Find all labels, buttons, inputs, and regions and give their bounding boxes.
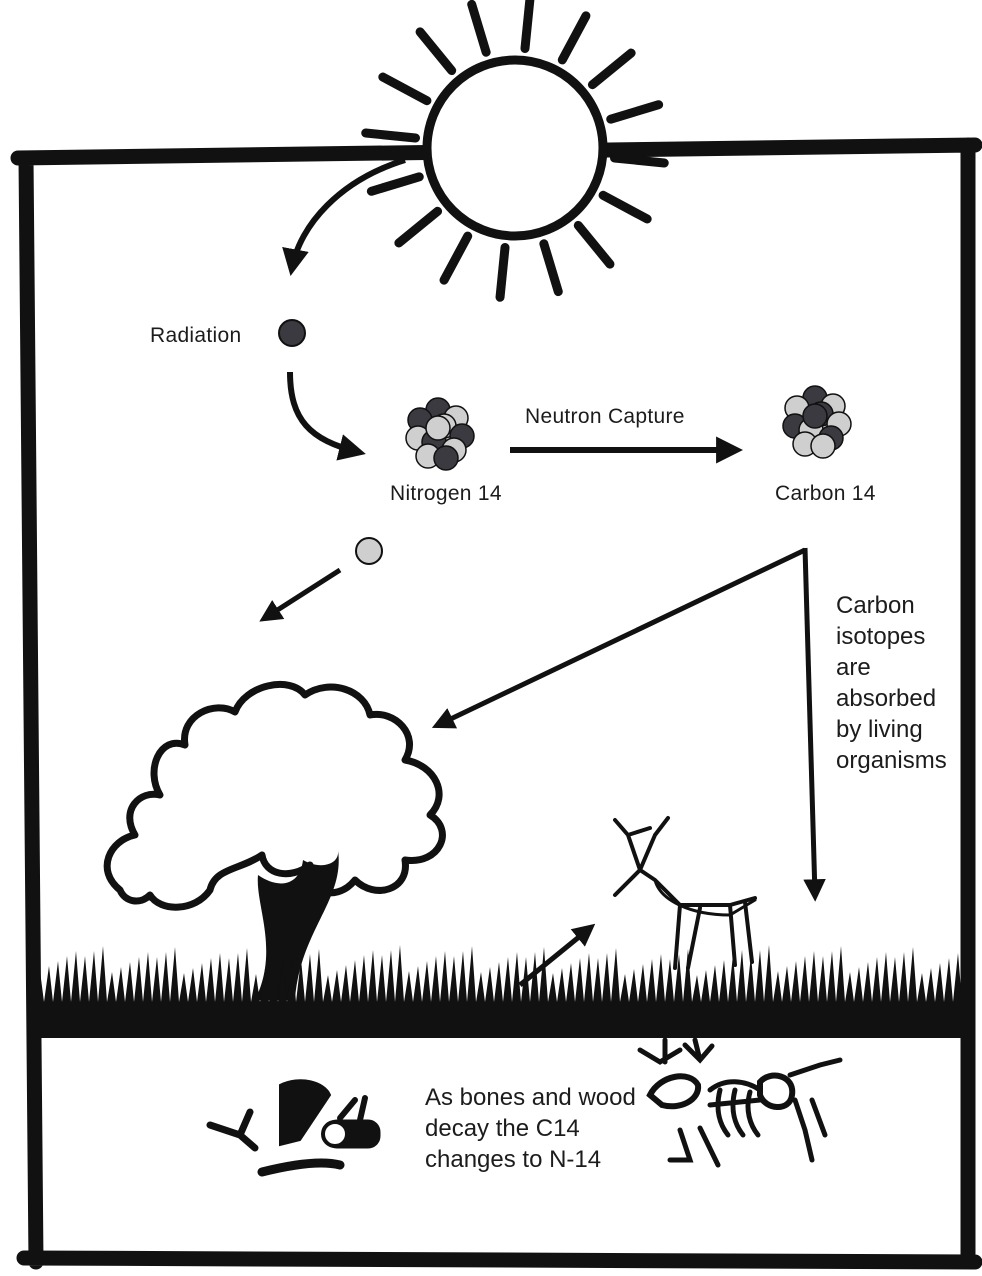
absorption-line: absorbed (836, 685, 937, 712)
radiation-to-nitrogen-arrow (287, 371, 366, 461)
decay-line: As bones and wood (425, 1084, 636, 1111)
absorption-caption: Carbon isotopes are absorbed by living o… (836, 590, 947, 776)
to-deer-arrow (518, 923, 596, 987)
decay-line: decay the C14 (425, 1115, 580, 1142)
deer-icon (613, 816, 757, 970)
nucleon (802, 403, 828, 429)
neutron-capture-label: Neutron Capture (525, 405, 685, 428)
nucleon (810, 433, 836, 459)
nitrogen-14-label: Nitrogen 14 (390, 482, 502, 505)
nitrogen-14-atom (405, 397, 475, 471)
decay-caption: As bones and wood decay the C14 changes … (425, 1082, 636, 1175)
carbon-14-label: Carbon 14 (775, 482, 876, 505)
buried-wood-icon (206, 1079, 381, 1177)
carbon-14-atom (782, 385, 852, 459)
buried-skeleton-icon (637, 1037, 843, 1168)
decay-line: changes to N-14 (425, 1146, 602, 1173)
radiation-particle (278, 319, 306, 347)
tree-icon (103, 681, 446, 1000)
emitted-particle (355, 537, 383, 565)
absorption-line: Carbon (836, 592, 915, 619)
particle-to-tree-arrow (259, 567, 342, 622)
sun-icon (361, 0, 669, 302)
absorption-line: organisms (836, 747, 947, 774)
absorption-line: by living (836, 716, 923, 743)
nucleon (425, 415, 451, 441)
absorption-line: are (836, 654, 871, 681)
sun-to-radiation-arrow (282, 157, 406, 276)
grass-strip (40, 945, 965, 1015)
nucleon (433, 445, 459, 471)
radiation-label: Radiation (150, 324, 242, 347)
absorption-line: isotopes (836, 623, 926, 650)
carbon-to-tree-arrow (431, 547, 807, 729)
carbon-down-arrow (802, 547, 826, 902)
